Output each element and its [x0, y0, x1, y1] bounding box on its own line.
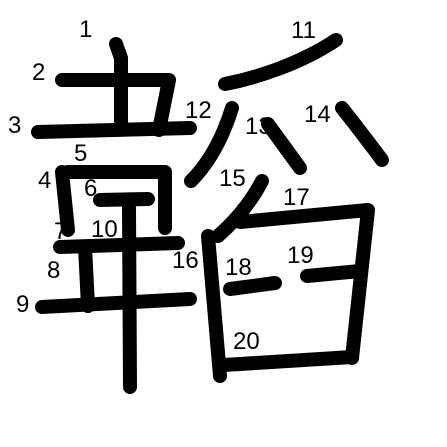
stroke-number-1: 1: [79, 16, 92, 43]
stroke-9: [35, 292, 197, 314]
stroke-number-10: 10: [91, 216, 118, 243]
stroke-number-3: 3: [8, 112, 21, 139]
stroke-number-6: 6: [84, 175, 97, 202]
stroke-13: [261, 117, 307, 175]
stroke-11: [218, 33, 343, 91]
stroke-14: [335, 101, 389, 167]
stroke-17: [233, 203, 375, 365]
stroke-7: [53, 236, 185, 254]
stroke-2: [55, 73, 176, 137]
stroke-number-20: 20: [233, 328, 260, 355]
stroke-16: [201, 229, 227, 383]
stroke-20: [217, 350, 359, 372]
stroke-number-13: 13: [245, 113, 272, 140]
stroke-number-4: 4: [38, 167, 51, 194]
stroke-12: [184, 101, 239, 188]
stroke-3: [31, 121, 197, 139]
stroke-10: [122, 201, 137, 394]
stroke-4: [55, 165, 75, 237]
stroke-number-9: 9: [16, 291, 29, 318]
stroke-number-16: 16: [172, 247, 199, 274]
stroke-number-2: 2: [32, 59, 45, 86]
stroke-1: [109, 37, 128, 129]
stroke-5: [61, 165, 172, 235]
stroke-number-8: 8: [47, 257, 60, 284]
stroke-number-7: 7: [54, 218, 67, 245]
stroke-number-11: 11: [291, 17, 316, 44]
stroke-19: [300, 264, 367, 283]
stroke-number-14: 14: [304, 101, 331, 128]
stroke-number-18: 18: [225, 254, 252, 281]
stroke-15: [211, 174, 269, 243]
stroke-8: [78, 240, 95, 313]
stroke-6: [93, 192, 155, 207]
stroke-number-15: 15: [219, 165, 246, 192]
stroke-number-12: 12: [185, 97, 212, 124]
stroke-number-19: 19: [287, 242, 314, 269]
stroke-number-5: 5: [74, 140, 87, 167]
stroke-18: [223, 276, 282, 296]
stroke-number-17: 17: [283, 184, 310, 211]
